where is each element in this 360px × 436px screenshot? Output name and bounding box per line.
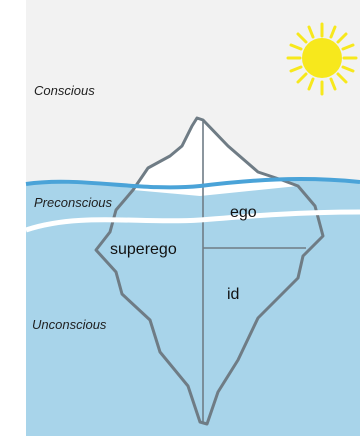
preconscious-label: Preconscious [34, 196, 112, 209]
superego-label: superego [110, 242, 177, 258]
unconscious-label: Unconscious [32, 318, 106, 331]
id-label: id [227, 287, 239, 303]
page-margin [0, 0, 26, 436]
ego-label: ego [230, 205, 257, 221]
conscious-label: Conscious [34, 84, 95, 97]
